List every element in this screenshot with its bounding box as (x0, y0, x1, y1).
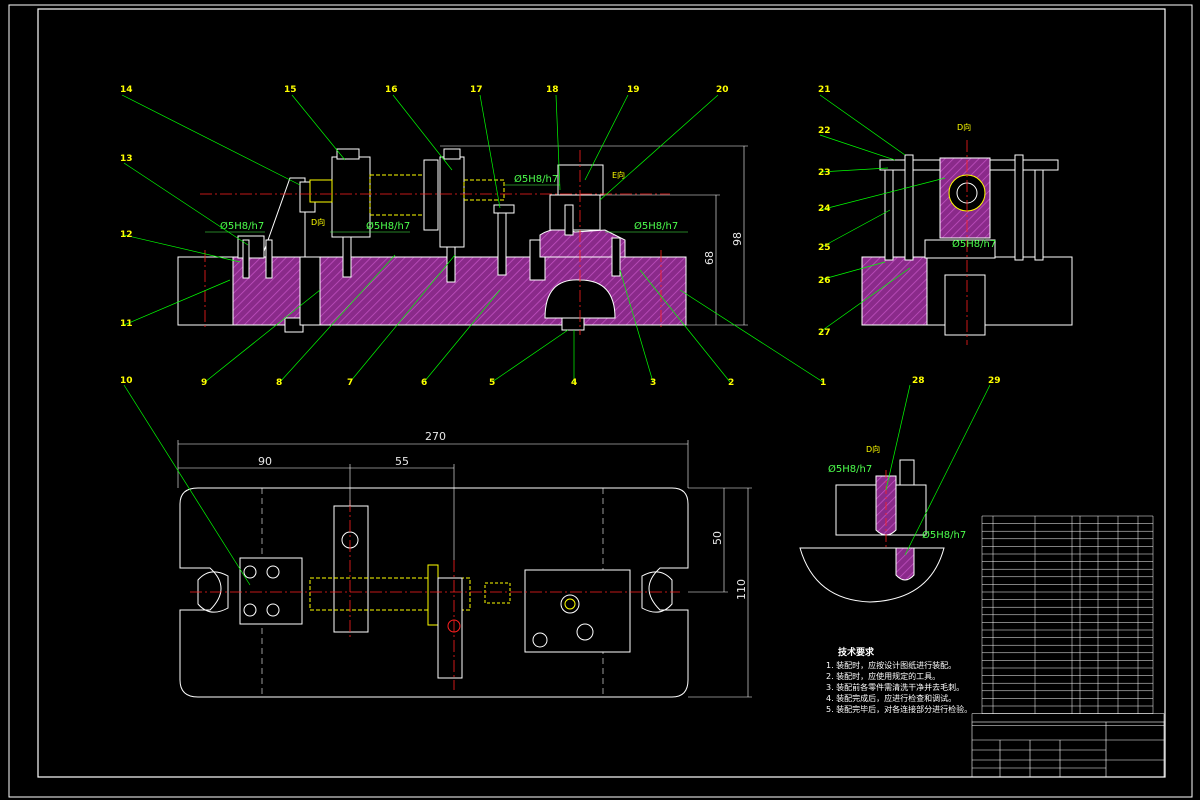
view-label: D向 (957, 122, 971, 132)
plan-view (179, 487, 689, 698)
callout-3: 3 (650, 378, 656, 388)
front-section-view (177, 148, 687, 335)
fit-label: Ø5H8/h7 (828, 463, 872, 475)
callout-21: 21 (818, 85, 831, 95)
callout-4: 4 (571, 378, 577, 388)
view-label: E向 (612, 170, 625, 180)
fit-label: Ø5H8/h7 (952, 238, 996, 250)
tech-item: 5. 装配完毕后，对各连接部分进行检验。 (826, 704, 972, 714)
side-view (861, 140, 1073, 345)
tech-requirements: 技术要求 1. 装配时，应按设计图纸进行装配。 2. 装配时，应使用规定的工具。… (826, 646, 972, 714)
callout-24: 24 (818, 204, 831, 214)
callout-23: 23 (818, 168, 831, 178)
fit-label: Ø5H8/h7 (922, 529, 966, 541)
callout-8: 8 (276, 378, 282, 388)
detail-view (799, 459, 945, 603)
callout-22: 22 (818, 126, 831, 136)
callout-27: 27 (818, 328, 831, 338)
callouts-side: 21 22 23 24 25 26 27 (818, 85, 831, 338)
dim-height-total: 98 (731, 232, 744, 246)
callout-7: 7 (347, 378, 353, 388)
callout-10: 10 (120, 376, 133, 386)
tech-item: 1. 装配时，应按设计图纸进行装配。 (826, 660, 956, 670)
callout-11: 11 (120, 319, 133, 329)
callout-1: 1 (820, 378, 826, 388)
dim-length-total: 270 (425, 430, 446, 443)
callout-20: 20 (716, 85, 729, 95)
sheet-border (8, 4, 1193, 798)
callout-26: 26 (818, 276, 831, 286)
callout-18: 18 (546, 85, 559, 95)
fit-label: Ø5H8/h7 (220, 220, 264, 232)
callout-9: 9 (201, 378, 207, 388)
view-label: D向 (866, 444, 880, 454)
front-dimensions: 98 68 (440, 145, 748, 326)
callout-14: 14 (120, 85, 133, 95)
tech-item: 2. 装配时，应使用规定的工具。 (826, 671, 940, 681)
drawing-frame (37, 8, 1166, 778)
callout-28: 28 (912, 376, 925, 386)
tech-item: 3. 装配前各零件需清洗干净并去毛刺。 (826, 682, 964, 692)
fit-label: Ø5H8/h7 (366, 220, 410, 232)
tech-item: 4. 装配完成后，应进行检查和调试。 (826, 693, 956, 703)
callout-13: 13 (120, 154, 133, 164)
parts-list (971, 515, 1165, 726)
dim-length-b: 55 (395, 455, 409, 468)
callout-5: 5 (489, 378, 495, 388)
dim-height-inner: 68 (703, 251, 716, 265)
callout-19: 19 (627, 85, 640, 95)
dim-length-a: 90 (258, 455, 272, 468)
leader-lines (121, 94, 824, 383)
callout-25: 25 (818, 243, 831, 253)
callout-6: 6 (421, 378, 427, 388)
tech-title: 技术要求 (838, 646, 875, 658)
callout-17: 17 (470, 85, 483, 95)
callout-15: 15 (284, 85, 297, 95)
callout-2: 2 (728, 378, 734, 388)
fit-label: Ø5H8/h7 (634, 220, 678, 232)
plan-dimensions (177, 440, 752, 698)
view-label: D向 (311, 217, 325, 227)
dim-width-a: 50 (711, 531, 724, 545)
callouts-front: 14 15 16 17 18 19 20 13 12 11 9 8 7 6 5 … (120, 85, 826, 388)
callout-29: 29 (988, 376, 1001, 386)
callout-12: 12 (120, 230, 133, 240)
callout-16: 16 (385, 85, 398, 95)
dim-width-total: 110 (735, 579, 748, 600)
title-block (971, 721, 1165, 778)
fit-label: Ø5H8/h7 (514, 173, 558, 185)
